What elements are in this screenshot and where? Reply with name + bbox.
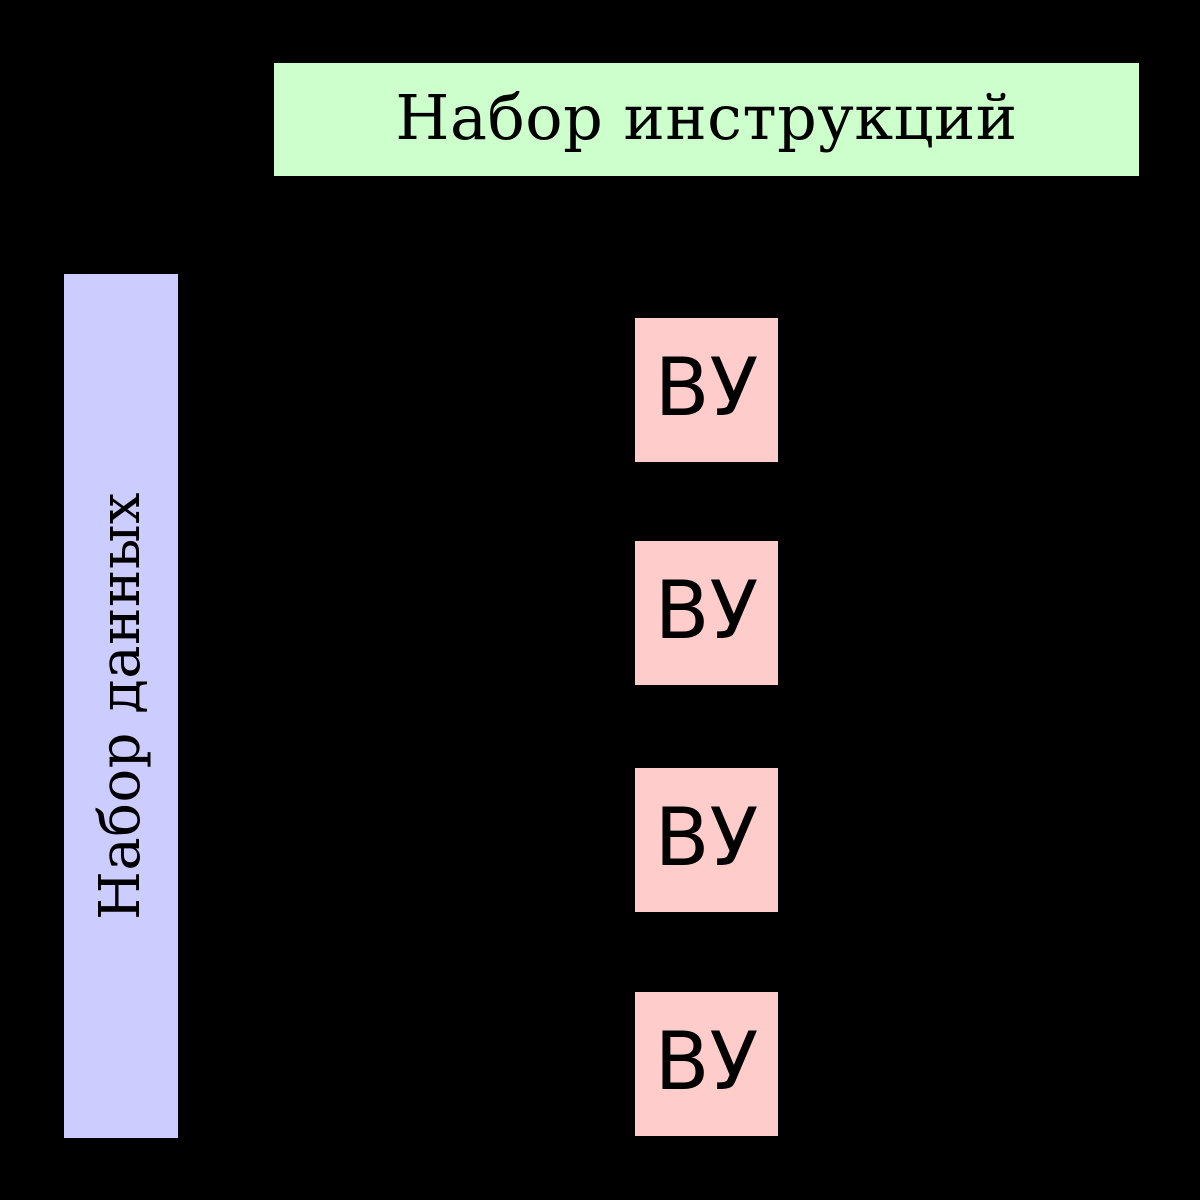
processing-element-box: ВУ — [635, 992, 778, 1136]
processing-element-box: ВУ — [635, 318, 778, 462]
instruction-stream-label: Набор инструкций — [395, 80, 1018, 154]
instruction-stream-banner: Набор инструкций — [274, 63, 1139, 176]
processing-element-label: ВУ — [654, 1015, 759, 1108]
processing-element-label: ВУ — [654, 791, 759, 884]
processing-element-box: ВУ — [635, 541, 778, 685]
data-stream-label-rotator: Набор данных — [88, 492, 153, 920]
processing-element-box: ВУ — [635, 768, 778, 912]
processing-element-label: ВУ — [654, 341, 759, 434]
processing-element-label: ВУ — [654, 564, 759, 657]
data-stream-bar: Набор данных — [64, 274, 178, 1138]
data-stream-label: Набор данных — [88, 492, 153, 920]
